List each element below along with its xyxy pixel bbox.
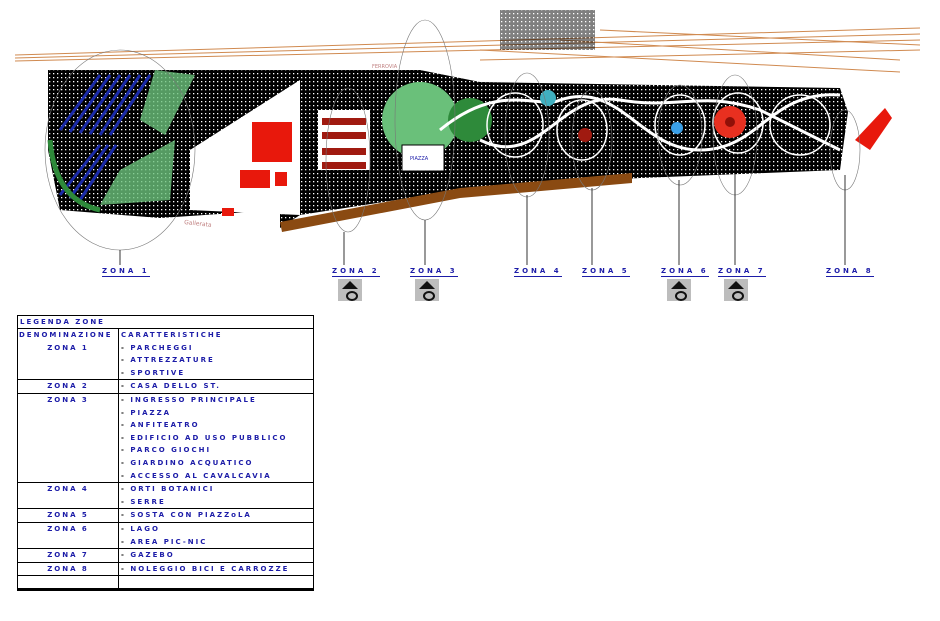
zone-outlines: [44, 19, 861, 251]
zone-leader-lines: [119, 170, 846, 265]
legend-features: PARCHEGGIATTREZZATURESPORTIVE: [119, 342, 313, 380]
legend-feature-item: SERRE: [121, 496, 313, 509]
park-path-2: [479, 97, 841, 152]
legend-row: ZONA 6LAGOAREA PIC-NIC: [18, 521, 313, 549]
legend-title: LEGENDA ZONE: [20, 318, 105, 326]
legend-zone-name: ZONA 1: [18, 341, 119, 380]
parking-area: [58, 74, 152, 201]
legend-row: ZONA 1PARCHEGGIATTREZZATURESPORTIVE: [18, 341, 313, 380]
legend-feature-item: LAGO: [121, 523, 313, 536]
legend-feature-item: PARCHEGGI: [121, 342, 313, 355]
legend-zone-name: ZONA 6: [18, 522, 119, 549]
legend-zone-name: ZONA 7: [18, 549, 119, 562]
legend-feature-item: PARCO GIOCHI: [121, 444, 313, 457]
buildings: [222, 122, 292, 216]
legend-zone-name: ZONA 3: [18, 393, 119, 483]
legend-features: LAGOAREA PIC-NIC: [119, 523, 313, 548]
legend-row: ZONA 4ORTI BOTANICISERRE: [18, 482, 313, 509]
legend-feature-item: GIARDINO ACQUATICO: [121, 457, 313, 470]
legend-feature-item: EDIFICIO AD USO PUBBLICO: [121, 432, 313, 445]
pond-cyan: [540, 90, 556, 106]
legend-feature-item: GAZEBO: [121, 549, 313, 562]
column-header-zone: DENOMINAZIONE: [18, 329, 119, 342]
legend-features: GAZEBO: [119, 549, 313, 562]
legend-features: CASA DELLO ST.: [119, 380, 313, 393]
legend-feature-item: AREA PIC-NIC: [121, 536, 313, 549]
legend-zone-name: ZONA 4: [18, 483, 119, 509]
railway-buildings: [500, 10, 595, 50]
zone-4-label[interactable]: ZONA 4: [514, 267, 562, 277]
legend-feature-item: NOLEGGIO BICI E CARROZZE: [121, 563, 313, 576]
legend-header: DENOMINAZIONE CARATTERISTICHE: [18, 328, 313, 342]
bike-rental-building: [855, 108, 892, 150]
rest-area-circle: [578, 128, 592, 142]
zone-6-label[interactable]: ZONA 6: [661, 267, 709, 277]
legend-zone-name: ZONA 2: [18, 380, 119, 393]
legend-features: INGRESSO PRINCIPALEPIAZZAANFITEATROEDIFI…: [119, 394, 313, 482]
view-icon[interactable]: [667, 279, 691, 301]
zone-8-label[interactable]: ZONA 8: [826, 267, 874, 277]
amphitheatre: [382, 82, 458, 158]
park-path: [439, 93, 841, 152]
legend-row: ZONA 7GAZEBO: [18, 548, 313, 562]
garden-ovals: [486, 92, 831, 161]
legend-feature-item: SPORTIVE: [121, 367, 313, 380]
column-header-features: CARATTERISTICHE: [121, 331, 223, 339]
dormitory-blocks: [322, 118, 366, 169]
legend-empty-row: [18, 575, 313, 589]
legend-features: NOLEGGIO BICI E CARROZZE: [119, 563, 313, 576]
legend-features: ORTI BOTANICISERRE: [119, 483, 313, 508]
legend-feature-item: SOSTA CON PIAZZoLA: [121, 509, 313, 522]
legend-row: ZONA 5SOSTA CON PIAZZoLA: [18, 508, 313, 522]
legend-feature-item: ANFITEATRO: [121, 419, 313, 432]
legend-feature-item: ORTI BOTANICI: [121, 483, 313, 496]
legend-feature-item: ATTREZZATURE: [121, 354, 313, 367]
sports-fields: [140, 70, 195, 135]
plaza-area: [190, 80, 300, 215]
column-header-features-cell: CARATTERISTICHE: [119, 329, 313, 342]
zone-1-label[interactable]: ZONA 1: [102, 267, 150, 277]
legend-row: ZONA 3INGRESSO PRINCIPALEPIAZZAANFITEATR…: [18, 392, 313, 483]
railway-label: FERROVIA: [372, 64, 398, 70]
embankment: [280, 173, 632, 232]
view-icon[interactable]: [724, 279, 748, 301]
railway-tracks: [14, 27, 921, 73]
empty-cell: [18, 576, 119, 589]
zone-2-label[interactable]: ZONA 2: [332, 267, 380, 277]
legend-zone-name: ZONA 8: [18, 562, 119, 576]
sports-fields-2: [100, 140, 175, 205]
legend-feature-item: CASA DELLO ST.: [121, 380, 313, 393]
public-building: [401, 144, 445, 172]
gazebo-center: [725, 117, 735, 127]
legend-row: ZONA 2CASA DELLO ST.: [18, 379, 313, 393]
zone-3-label[interactable]: ZONA 3: [410, 267, 458, 277]
legend-row: ZONA 8NOLEGGIO BICI E CARROZZE: [18, 561, 313, 576]
view-icon[interactable]: [415, 279, 439, 301]
legend-features: SOSTA CON PIAZZoLA: [119, 509, 313, 522]
zone-legend-table: LEGENDA ZONE DENOMINAZIONE CARATTERISTIC…: [17, 315, 314, 592]
site-plan: FERROVIA Gallerata PIAZZA: [14, 10, 921, 265]
view-icon[interactable]: [338, 279, 362, 301]
street-label: Gallerata: [184, 219, 212, 229]
legend-feature-item: INGRESSO PRINCIPALE: [121, 394, 313, 407]
garden-circle: [448, 98, 492, 142]
green-border: [47, 139, 101, 213]
lake: [671, 122, 683, 134]
legend-feature-item: ACCESSO AL CAVALCAVIA: [121, 470, 313, 483]
zone-7-label[interactable]: ZONA 7: [718, 267, 766, 277]
legend-zone-name: ZONA 5: [18, 509, 119, 522]
square-label: PIAZZA: [410, 156, 429, 162]
legend-body: ZONA 1PARCHEGGIATTREZZATURESPORTIVEZONA …: [18, 341, 313, 576]
zone-5-label[interactable]: ZONA 5: [582, 267, 630, 277]
legend-feature-item: PIAZZA: [121, 407, 313, 420]
